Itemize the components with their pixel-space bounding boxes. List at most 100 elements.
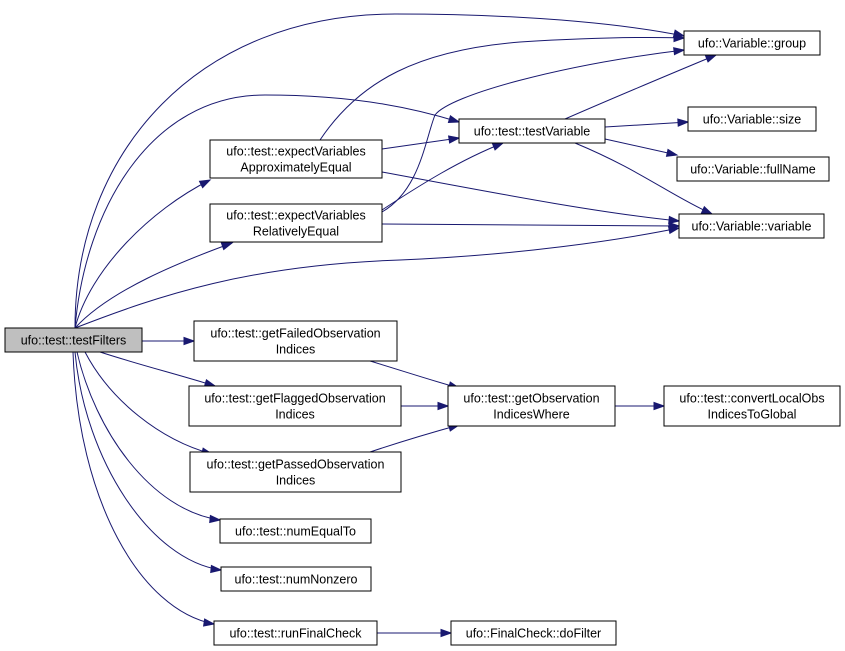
node-label: ufo::test::expectVariables — [226, 209, 365, 223]
arrowhead-icon — [653, 401, 666, 411]
edge-line — [74, 179, 211, 329]
node-expectRel[interactable]: ufo::test::expectVariablesRelativelyEqua… — [209, 203, 383, 243]
node-group[interactable]: ufo::Variable::group — [683, 30, 821, 56]
node-box[interactable] — [219, 518, 372, 544]
arrowhead-icon — [437, 401, 450, 411]
node-testFilters[interactable]: ufo::test::testFilters — [4, 327, 143, 353]
edge-expectApprox-to-testVariable — [381, 135, 461, 150]
node-box[interactable] — [458, 118, 606, 144]
node-label: Indices — [276, 474, 316, 488]
arrowhead-icon — [668, 215, 681, 225]
arrowhead-icon — [203, 378, 217, 388]
node-label: ufo::Variable::size — [703, 113, 801, 127]
edge-testFilters-to-testVariable — [74, 94, 461, 329]
edge-line — [76, 351, 221, 521]
edge-line — [74, 242, 233, 329]
edge-line — [319, 36, 685, 141]
node-numEqualTo[interactable]: ufo::test::numEqualTo — [219, 518, 372, 544]
node-label: ufo::Variable::fullName — [690, 163, 816, 177]
node-label: ufo::test::convertLocalObs — [679, 392, 824, 406]
edge-line — [74, 227, 680, 329]
node-box[interactable] — [209, 203, 383, 243]
node-label: Indices — [275, 408, 315, 422]
node-box[interactable] — [189, 451, 402, 493]
node-box[interactable] — [450, 620, 617, 646]
arrowhead-icon — [700, 205, 714, 215]
node-size[interactable]: ufo::Variable::size — [687, 106, 817, 132]
node-box[interactable] — [683, 30, 821, 56]
edge-testFilters-to-getFlagged — [99, 351, 217, 388]
edge-getWhere-to-convert — [615, 401, 666, 411]
edge-getFailed-to-getWhere — [369, 360, 461, 390]
node-box[interactable] — [193, 320, 398, 362]
edge-line — [84, 351, 213, 455]
edge-line — [381, 49, 685, 213]
node-label: ufo::Variable::variable — [692, 220, 812, 234]
node-label: Indices — [276, 343, 316, 357]
node-label: ufo::test::numEqualTo — [235, 525, 356, 539]
edge-testFilters-to-getFailed — [142, 336, 196, 346]
edge-testVariable-to-group — [564, 54, 718, 120]
node-label: ufo::test::testFilters — [21, 334, 127, 348]
node-fullName[interactable]: ufo::Variable::fullName — [676, 156, 830, 182]
arrowhead-icon — [198, 179, 212, 189]
edge-testFilters-to-numNonzero — [74, 351, 223, 574]
edge-testFilters-to-numEqualTo — [76, 351, 222, 524]
node-label: RelativelyEqual — [253, 225, 339, 239]
arrowhead-icon — [491, 142, 505, 151]
node-label: ufo::FinalCheck::doFilter — [466, 627, 601, 641]
edge-line — [369, 360, 460, 389]
edge-line — [72, 351, 215, 625]
edge-runFinalCheck-to-doFilter — [377, 628, 453, 638]
arrowhead-icon — [447, 114, 461, 124]
node-label: IndicesWhere — [493, 408, 569, 422]
node-doFilter[interactable]: ufo::FinalCheck::doFilter — [450, 620, 617, 646]
node-label: ufo::test::runFinalCheck — [229, 627, 362, 641]
edge-expectRel-to-group — [381, 47, 686, 213]
edge-expectApprox-to-group — [319, 33, 686, 141]
node-box[interactable] — [676, 156, 830, 182]
node-numNonzero[interactable]: ufo::test::numNonzero — [220, 566, 372, 592]
edge-testFilters-to-expectRel — [74, 242, 234, 329]
edge-testVariable-to-size — [604, 118, 690, 128]
arrowhead-icon — [704, 54, 718, 63]
edge-expectRel-to-testVariable — [381, 142, 505, 211]
edge-line — [381, 142, 504, 211]
node-box[interactable] — [188, 385, 402, 427]
edge-line — [574, 142, 713, 215]
edge-line — [604, 121, 689, 128]
node-variable[interactable]: ufo::Variable::variable — [678, 213, 825, 239]
node-box[interactable] — [447, 385, 616, 427]
node-label: ufo::test::numNonzero — [235, 573, 358, 587]
node-testVariable[interactable]: ufo::test::testVariable — [458, 118, 606, 144]
arrowhead-icon — [677, 118, 690, 127]
node-box[interactable] — [687, 106, 817, 132]
node-box[interactable] — [213, 620, 378, 646]
edge-expectApprox-to-variable — [381, 171, 681, 225]
node-box[interactable] — [663, 385, 841, 427]
node-box[interactable] — [209, 139, 383, 179]
node-box[interactable] — [4, 327, 143, 353]
arrowhead-icon — [665, 148, 679, 157]
node-box[interactable] — [678, 213, 825, 239]
arrowhead-icon — [209, 514, 222, 524]
arrowhead-icon — [440, 628, 453, 638]
arrowhead-icon — [673, 47, 686, 56]
edge-testVariable-to-fullName — [604, 138, 679, 157]
node-label: ApproximatelyEqual — [240, 161, 351, 175]
edge-line — [99, 351, 216, 387]
node-box[interactable] — [220, 566, 372, 592]
edge-expectRel-to-variable — [381, 221, 681, 231]
edge-testFilters-to-runFinalCheck — [72, 351, 216, 627]
node-label: ufo::test::getObservation — [463, 392, 599, 406]
node-layer: ufo::test::testFilters ufo::test::expectV… — [4, 30, 841, 646]
arrowhead-icon — [210, 564, 223, 574]
node-runFinalCheck[interactable]: ufo::test::runFinalCheck — [213, 620, 378, 646]
node-expectApprox[interactable]: ufo::test::expectVariablesApproximatelyE… — [209, 139, 383, 179]
node-convert[interactable]: ufo::test::convertLocalObsIndicesToGloba… — [663, 385, 841, 427]
